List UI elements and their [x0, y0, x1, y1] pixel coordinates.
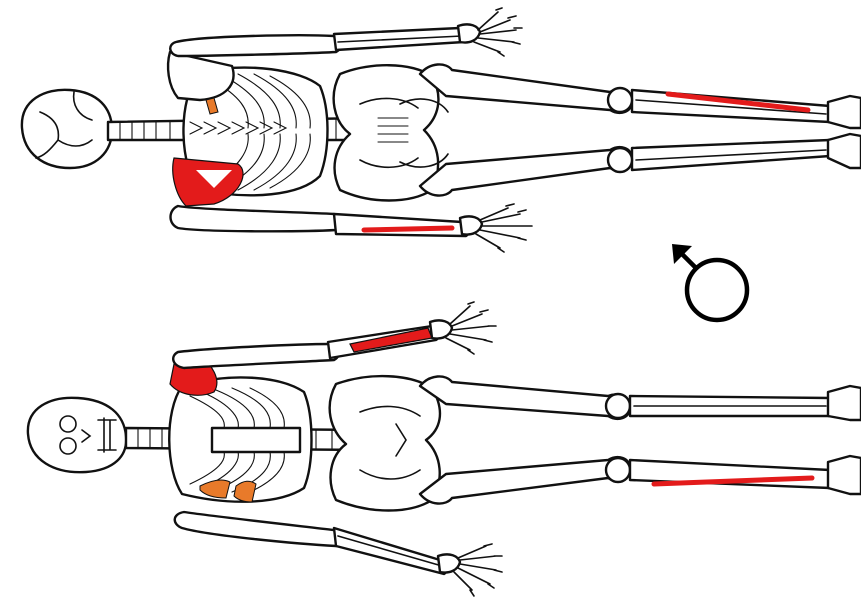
arm-upper-posterior [170, 8, 522, 56]
skeleton-posterior [22, 8, 861, 252]
injury-scapula-lower [173, 158, 243, 206]
male-symbol-icon [672, 244, 747, 320]
legs-anterior [420, 376, 861, 503]
legs-posterior [420, 64, 861, 195]
skeleton-anterior [28, 302, 861, 596]
ribcage-anterior [169, 377, 311, 502]
skull-posterior [22, 90, 112, 168]
skull-anterior [28, 398, 126, 472]
injury-forearm-lower [364, 228, 452, 230]
arm-upper-anterior [173, 302, 496, 368]
arm-lower-posterior [171, 204, 533, 252]
arm-lower-anterior [175, 512, 502, 596]
